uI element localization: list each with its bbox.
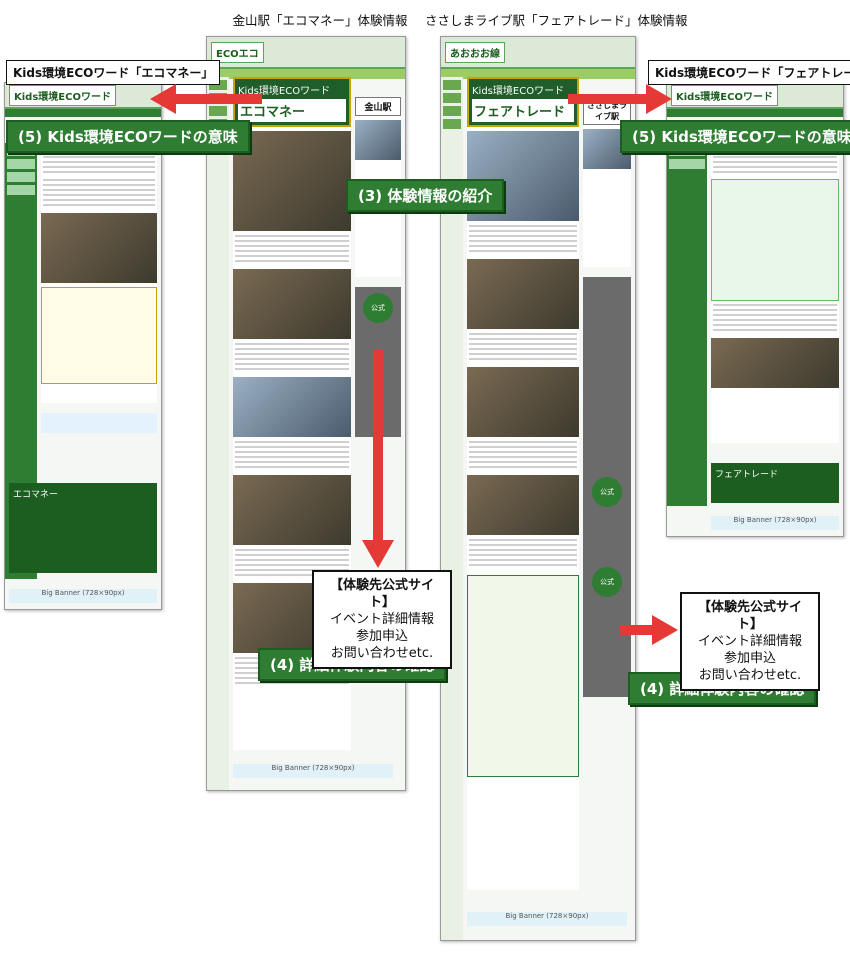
sasashima-banner: Big Banner (728×90px) bbox=[467, 912, 627, 926]
callout-right-line-3: お問い合わせetc. bbox=[698, 668, 802, 683]
kids-left-list-box bbox=[41, 287, 157, 384]
kids-right-footer-box: フェアトレード bbox=[711, 463, 839, 503]
kanayama-logo: ECOエコ bbox=[211, 41, 264, 63]
sasashima-official-site-button-2[interactable]: 公式 bbox=[592, 567, 622, 597]
kids-label-ecomoney: Kids環境ECOワード「エコマネー」 bbox=[6, 60, 221, 85]
kids-left-menu: エコマネー bbox=[9, 483, 157, 573]
callout-left-line-1: イベント詳細情報 bbox=[329, 612, 434, 627]
sasashima-logo: あおおお線 bbox=[445, 41, 505, 63]
kids-left-logo: Kids環境ECOワード bbox=[9, 84, 116, 106]
arrow-to-kids-fairtrade bbox=[568, 84, 672, 114]
kids-right-heading: フェアトレード bbox=[715, 470, 779, 480]
kids-right-logo: Kids環境ECOワード bbox=[671, 84, 778, 106]
sasashima-screenshot: あおおお線 Kids環境ECOワード フェアトレード ささしまライブ駅 公式 公… bbox=[440, 36, 636, 941]
callout-left-line-3: お問い合わせetc. bbox=[330, 646, 434, 661]
sasashima-main: Kids環境ECOワード フェアトレード bbox=[467, 77, 579, 890]
caption-sasashima: ささしまライブ駅「フェアトレード」体験情報 bbox=[425, 13, 688, 28]
step-meaning-left: (5) Kids環境ECOワードの意味 bbox=[6, 120, 250, 153]
kanayama-official-site-button[interactable]: 公式 bbox=[363, 293, 393, 323]
callout-left-line-2: 参加申込 bbox=[355, 629, 408, 644]
kanayama-banner: Big Banner (728×90px) bbox=[233, 764, 393, 778]
callout-right-line-1: イベント詳細情報 bbox=[697, 634, 802, 649]
arrow-to-sasashima-official-site bbox=[620, 615, 678, 645]
kids-left-banner: Big Banner (728×90px) bbox=[9, 589, 157, 603]
official-site-callout-right: 【体験先公式サイト】 イベント詳細情報 参加申込 お問い合わせetc. bbox=[680, 592, 820, 691]
sasashima-sidebar bbox=[441, 77, 463, 940]
sasashima-official-site-button-1[interactable]: 公式 bbox=[592, 477, 622, 507]
callout-left-header: 【体験先公式サイト】 bbox=[329, 578, 434, 610]
callout-right-header: 【体験先公式サイト】 bbox=[697, 600, 802, 632]
step-meaning-right: (5) Kids環境ECOワードの意味 bbox=[620, 120, 850, 153]
arrow-to-kids-ecomoney bbox=[150, 84, 262, 114]
callout-right-line-2: 参加申込 bbox=[723, 651, 776, 666]
sasashima-event-table bbox=[467, 575, 579, 777]
kids-left-content bbox=[41, 143, 157, 403]
kids-ecomoney-screenshot: Kids環境ECOワード エコマネー Big Banner (728×90px) bbox=[4, 82, 162, 610]
caption-kanayama: 金山駅「エコマネー」体験情報 bbox=[232, 13, 408, 28]
kids-label-fairtrade: Kids環境ECOワード「フェアトレード」 bbox=[648, 60, 850, 85]
sasashima-title-box: Kids環境ECOワード フェアトレード bbox=[467, 77, 579, 127]
arrow-to-kanayama-official-site bbox=[362, 350, 394, 568]
kids-fairtrade-screenshot: Kids環境ECOワード フェアトレード Big Banner (728×90p… bbox=[666, 82, 844, 537]
kids-left-heading: エコマネー bbox=[13, 490, 59, 500]
step-intro: (3) 体験情報の紹介 bbox=[346, 179, 505, 212]
kids-right-diagram bbox=[711, 179, 839, 301]
kids-right-sidebar bbox=[667, 143, 707, 506]
official-site-callout-left: 【体験先公式サイト】 イベント詳細情報 参加申込 お問い合わせetc. bbox=[312, 570, 452, 669]
kids-right-banner: Big Banner (728×90px) bbox=[711, 516, 839, 530]
kids-right-content bbox=[711, 143, 839, 443]
